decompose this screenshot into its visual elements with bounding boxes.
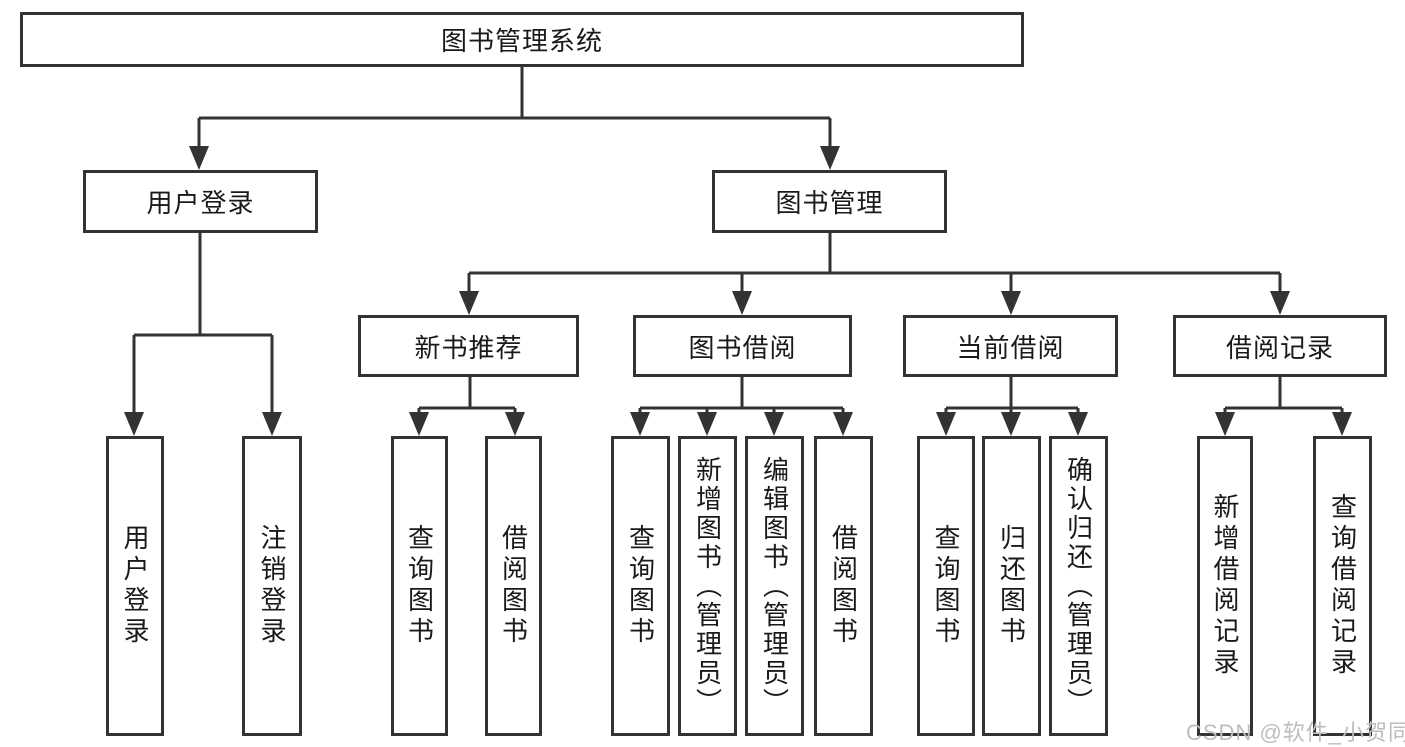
leaf-add-books-admin-label: 新增图书（管理员） — [692, 455, 723, 717]
leaf-query-borrow-record: 查询借阅记录 — [1313, 436, 1372, 736]
leaf-logout-label: 注销登录 — [257, 524, 287, 648]
node-book-borrowing-label: 图书借阅 — [688, 332, 797, 363]
leaf-borrow-books-recommend: 借阅图书 — [485, 436, 542, 736]
node-book-management: 图书管理 — [712, 170, 947, 233]
leaf-query-books-recommend-label: 查询图书 — [404, 524, 435, 648]
leaf-edit-books-admin: 编辑图书（管理员） — [745, 436, 804, 736]
csdn-watermark: CSDN @软件_小贺同学 — [1186, 720, 1405, 745]
leaf-confirm-return-admin: 确认归还（管理员） — [1049, 436, 1108, 736]
leaf-edit-books-admin-label: 编辑图书（管理员） — [759, 455, 790, 717]
leaf-query-borrow-record-label: 查询借阅记录 — [1327, 493, 1358, 679]
node-new-book-recommendation-label: 新书推荐 — [414, 332, 523, 363]
leaf-user-login-label: 用户登录 — [120, 524, 150, 648]
node-library-management-system: 图书管理系统 — [20, 12, 1024, 67]
node-user-login: 用户登录 — [83, 170, 318, 233]
leaf-confirm-return-admin-label: 确认归还（管理员） — [1063, 455, 1094, 717]
node-current-borrowing-label: 当前借阅 — [956, 332, 1065, 363]
leaf-borrow-books-label: 借阅图书 — [828, 524, 859, 648]
leaf-query-books-recommend: 查询图书 — [391, 436, 448, 736]
leaf-query-books-current: 查询图书 — [917, 436, 975, 736]
node-current-borrowing: 当前借阅 — [903, 315, 1118, 377]
leaf-logout: 注销登录 — [242, 436, 302, 736]
node-borrowing-records-label: 借阅记录 — [1225, 332, 1334, 363]
leaf-return-books-label: 归还图书 — [996, 524, 1027, 648]
leaf-query-books-borrowing: 查询图书 — [611, 436, 670, 736]
node-user-login-label: 用户登录 — [146, 188, 255, 218]
leaf-query-books-borrowing-label: 查询图书 — [625, 524, 656, 648]
leaf-user-login: 用户登录 — [106, 436, 164, 736]
node-library-management-system-label: 图书管理系统 — [440, 26, 603, 56]
leaf-add-books-admin: 新增图书（管理员） — [678, 436, 737, 736]
node-book-borrowing: 图书借阅 — [633, 315, 852, 377]
leaf-return-books: 归还图书 — [982, 436, 1041, 736]
node-borrowing-records: 借阅记录 — [1173, 315, 1387, 377]
leaf-add-borrow-record-label: 新增借阅记录 — [1210, 493, 1240, 679]
node-book-management-label: 图书管理 — [775, 188, 884, 218]
leaf-query-books-current-label: 查询图书 — [931, 524, 961, 648]
leaf-borrow-books-recommend-label: 借阅图书 — [498, 524, 529, 648]
node-new-book-recommendation: 新书推荐 — [358, 315, 579, 377]
leaf-add-borrow-record: 新增借阅记录 — [1197, 436, 1253, 736]
leaf-borrow-books: 借阅图书 — [814, 436, 873, 736]
